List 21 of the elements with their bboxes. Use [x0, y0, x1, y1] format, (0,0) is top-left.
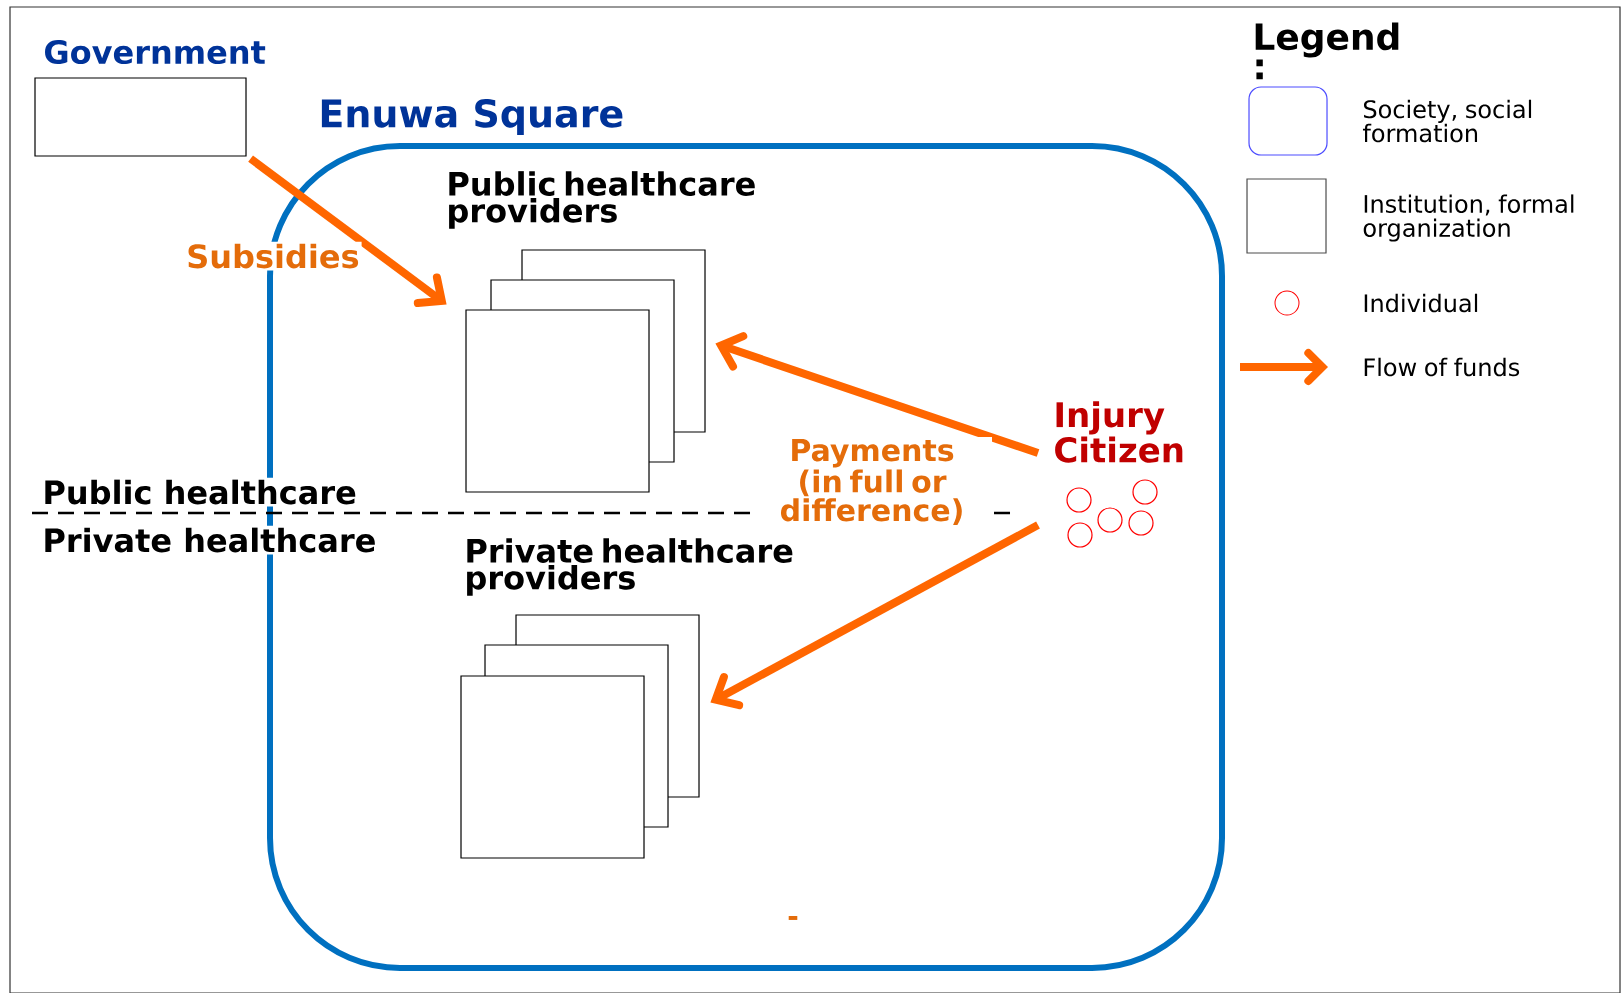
legend-item: Individual	[1274, 290, 1478, 316]
section-label: Public healthcare	[40, 477, 359, 507]
institution-stack: Public healthcare providers	[449, 171, 755, 493]
node-label: Public healthcare providers	[449, 171, 755, 229]
node-label: Private healthcare providers	[467, 538, 793, 596]
institution-stack: Private healthcare providers	[460, 538, 793, 859]
node-label: Government	[45, 39, 266, 65]
payments-label: Payments (in full or difference)	[752, 437, 992, 527]
arrow	[710, 521, 1040, 710]
section-label: Private healthcare	[40, 525, 379, 555]
node-label: Enuwa Square	[321, 98, 623, 136]
legend-item: Society, social formation	[1248, 86, 1532, 156]
institution-box: Government	[34, 39, 266, 157]
edge-label: Subsidies	[184, 241, 362, 271]
legend-title: Legend :	[1255, 22, 1399, 80]
legend-item: Institution, formal organization	[1246, 178, 1574, 254]
individuals-group: Injury Citizen	[1055, 401, 1183, 548]
arrow	[248, 155, 447, 308]
arrow	[715, 332, 1040, 457]
node-label: Injury Citizen	[1055, 401, 1183, 463]
dash-mark: -	[788, 916, 798, 920]
